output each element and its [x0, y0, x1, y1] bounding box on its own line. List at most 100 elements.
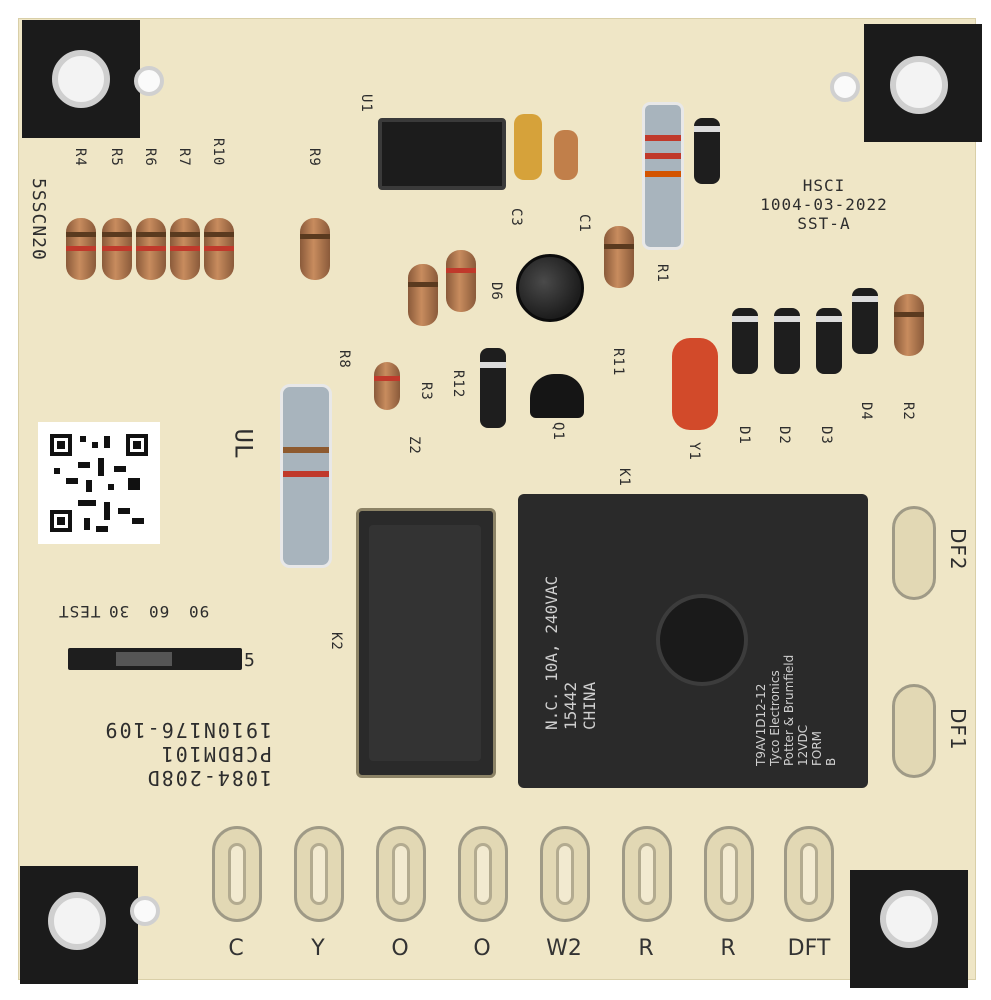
terminal-label-dft: DFT — [787, 936, 831, 961]
ref-r1: R1 — [654, 264, 670, 283]
terminal-r-2[interactable] — [704, 826, 754, 922]
terminal-label-df1: DF1 — [946, 708, 970, 751]
diode — [480, 348, 506, 428]
film-capacitor — [672, 338, 718, 430]
relay-k2 — [356, 508, 496, 778]
mount-hole — [880, 890, 938, 948]
mfr-text-block: HSCI 1004-03-2022 SST-A — [734, 176, 914, 233]
ref-r11: R11 — [610, 348, 626, 377]
terminal-label-c: C — [228, 936, 244, 961]
ref-d3: D3 — [818, 426, 834, 445]
terminal-df1[interactable] — [892, 684, 936, 778]
mount-hole — [890, 56, 948, 114]
relay-maker: Tyco Electronics — [768, 670, 782, 766]
ref-d2: D2 — [776, 426, 792, 445]
jumper-label-60: 60 — [148, 602, 170, 621]
terminal-label-y: Y — [311, 936, 325, 961]
board-id-line: 1084-208D — [145, 766, 272, 790]
relay-form: FORM — [810, 730, 824, 766]
relay-rating: N.C. 10A, 240VAC — [542, 575, 561, 730]
diode — [732, 308, 758, 374]
relay-origin: CHINA — [580, 681, 599, 730]
terminal-label-df2: DF2 — [946, 528, 970, 571]
mount-hole — [52, 50, 110, 108]
mfr-line: 1004-03-2022 — [760, 195, 888, 214]
relay-knob — [656, 594, 748, 686]
resistor — [170, 218, 200, 280]
mount-pad-bottom-left — [20, 866, 138, 984]
ref-r6: R6 — [142, 148, 158, 167]
small-hole — [134, 66, 164, 96]
mfr-line: HSCI — [802, 176, 846, 195]
diode — [852, 288, 878, 354]
resistor — [300, 218, 330, 280]
ul-mark: UL — [229, 428, 258, 460]
board-id-line: PCBDM101 — [159, 742, 272, 766]
jumper-label-30: 30 — [108, 602, 130, 621]
test-jumper-header[interactable] — [68, 648, 242, 670]
resistor — [102, 218, 132, 280]
resistor — [894, 294, 924, 356]
relay-code: 15442 — [561, 681, 580, 730]
electrolytic-capacitor — [516, 254, 584, 322]
ref-c1: C1 — [576, 214, 592, 233]
relay-k1: N.C. 10A, 240VAC 15442 CHINA T9AV1D12-12… — [518, 494, 868, 788]
resistor — [446, 250, 476, 312]
resistor — [374, 362, 400, 410]
terminal-label-o-2: O — [473, 936, 491, 961]
ref-r8: R8 — [336, 350, 352, 369]
ref-q1: Q1 — [550, 422, 566, 441]
ref-r4: R4 — [72, 148, 88, 167]
terminal-o-1[interactable] — [376, 826, 426, 922]
diode — [774, 308, 800, 374]
relay-form-type: B — [824, 757, 838, 766]
ref-d4: D4 — [858, 402, 874, 421]
terminal-w2[interactable] — [540, 826, 590, 922]
ref-k2: K2 — [328, 632, 344, 651]
ref-r2: R2 — [900, 402, 916, 421]
ref-r7: R7 — [176, 148, 192, 167]
side-code: 5SSCN20 — [28, 178, 49, 261]
mount-pad-bottom-right — [850, 870, 968, 988]
terminal-label-o-1: O — [391, 936, 409, 961]
mount-hole — [48, 892, 106, 950]
terminal-label-r-1: R — [638, 936, 654, 961]
resistor — [604, 226, 634, 288]
terminal-dft[interactable] — [784, 826, 834, 922]
circuit-board: UL N.C. 10A, 240VAC 15442 CHINA T9AV1D12… — [18, 18, 982, 988]
terminal-label-r-2: R — [720, 936, 736, 961]
ref-r9: R9 — [306, 148, 322, 167]
resistor — [204, 218, 234, 280]
terminal-y[interactable] — [294, 826, 344, 922]
resistor — [136, 218, 166, 280]
ref-c3: C3 — [508, 208, 524, 227]
qr-pattern — [48, 432, 150, 534]
small-hole — [830, 72, 860, 102]
jumper-label-90: 90 — [188, 602, 210, 621]
terminal-df2[interactable] — [892, 506, 936, 600]
ref-r5: R5 — [108, 148, 124, 167]
ic-chip — [378, 118, 506, 190]
terminal-r-1[interactable] — [622, 826, 672, 922]
ref-z2: Z2 — [406, 436, 422, 455]
terminal-c[interactable] — [212, 826, 262, 922]
transistor — [530, 374, 584, 418]
relay-label-left: N.C. 10A, 240VAC 15442 CHINA — [542, 530, 599, 730]
relay-voltage: 12VDC — [796, 724, 810, 766]
mount-pad-top-left — [22, 20, 140, 138]
ref-r3: R3 — [418, 382, 434, 401]
resistor — [66, 218, 96, 280]
terminal-o-2[interactable] — [458, 826, 508, 922]
resistor — [408, 264, 438, 326]
power-resistor — [280, 384, 332, 568]
relay-label-right: T9AV1D12-12 Tyco Electronics Potter & Br… — [754, 514, 850, 766]
small-hole — [130, 896, 160, 926]
ref-d1: D1 — [736, 426, 752, 445]
mfr-line: SST-A — [797, 214, 851, 233]
terminal-label-w2: W2 — [546, 936, 582, 961]
capacitor — [514, 114, 542, 180]
test-label: TEST — [58, 602, 101, 621]
power-resistor — [642, 102, 684, 250]
ref-d6: D6 — [488, 282, 504, 301]
mount-pad-top-right — [864, 24, 982, 142]
